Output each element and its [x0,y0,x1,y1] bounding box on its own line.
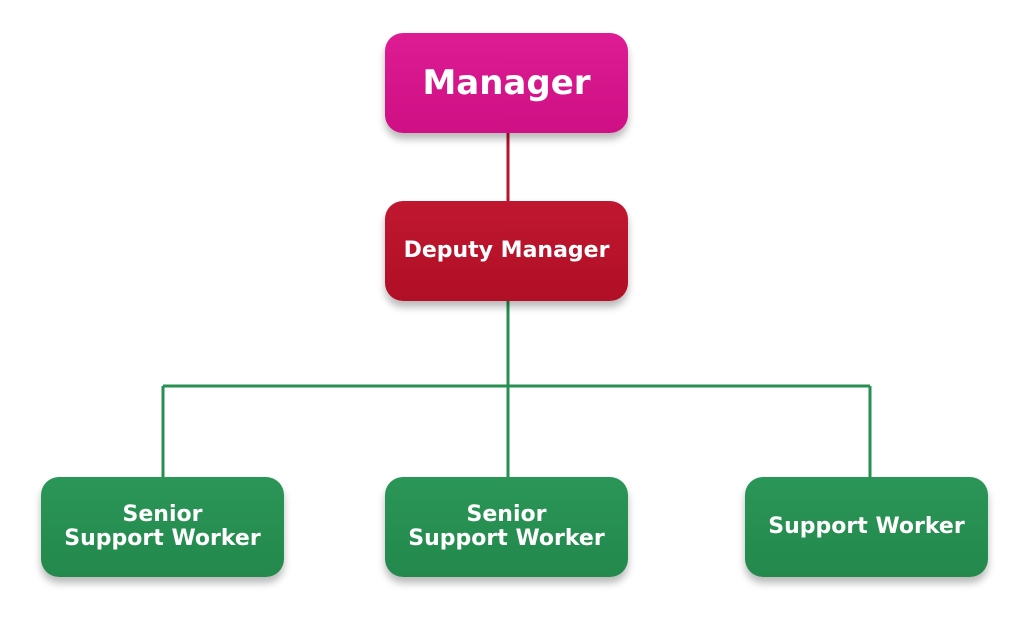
node-senior-support-worker-2-line-2: Support Worker [408,526,605,551]
node-senior-support-worker-2-line-1: Senior [466,502,547,528]
node-senior-support-worker-1-line-2: Support Worker [64,526,261,551]
node-deputy-manager-label: Deputy Manager [403,238,610,264]
node-senior-support-worker-2: Senior Support Worker [385,477,628,577]
node-manager-label: Manager [422,62,591,103]
node-manager: Manager [385,33,628,133]
node-support-worker: Support Worker [745,477,988,577]
node-senior-support-worker-1-text: Senior Support Worker [64,503,260,551]
node-senior-support-worker-1: Senior Support Worker [41,477,284,577]
node-senior-support-worker-1-line-1: Senior [122,502,203,528]
node-support-worker-label: Support Worker [768,514,965,540]
node-deputy-manager: Deputy Manager [385,201,628,301]
node-senior-support-worker-2-text: Senior Support Worker [408,503,604,551]
